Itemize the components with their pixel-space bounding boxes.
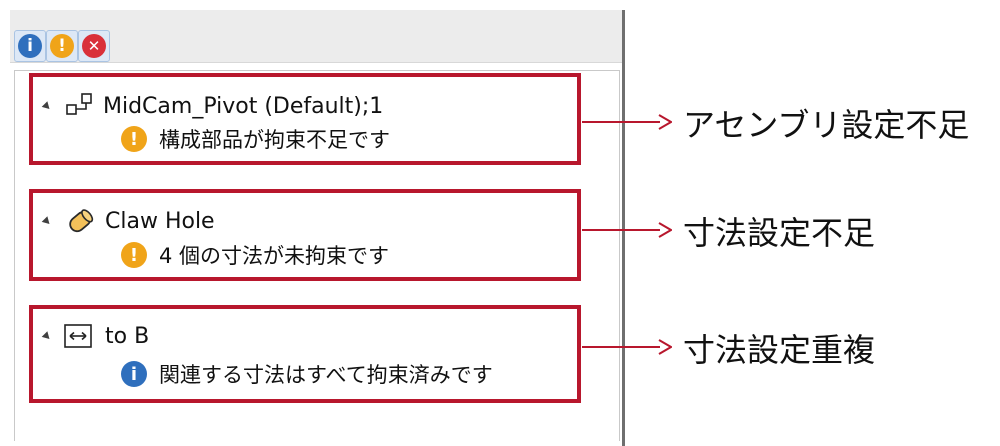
annotation-arrow-2 — [582, 222, 672, 238]
highlight-box-part: Claw Hole ! 4 個の寸法が未拘束です — [29, 189, 581, 281]
message-text: 構成部品が拘束不足です — [159, 128, 390, 152]
filter-error-button[interactable]: ✕ — [78, 30, 110, 62]
message-text: 4 個の寸法が未拘束です — [159, 244, 390, 268]
node-message[interactable]: ! 構成部品が拘束不足です — [121, 124, 390, 154]
tree-node-assembly[interactable]: MidCam_Pivot (Default);1 — [41, 91, 384, 121]
dimension-icon — [64, 324, 92, 348]
expand-triangle-icon[interactable] — [41, 330, 53, 342]
warning-icon: ! — [50, 34, 74, 58]
expand-triangle-icon[interactable] — [41, 100, 53, 112]
filter-warning-button[interactable]: ! — [46, 30, 78, 62]
annotation-assembly-underconstrained: アセンブリ設定不足 — [683, 106, 970, 144]
filter-toolbar: i ! ✕ — [10, 10, 622, 63]
message-text: 関連する寸法はすべて拘束済みです — [159, 363, 493, 387]
warning-icon: ! — [121, 242, 147, 268]
warning-icon: ! — [121, 126, 147, 152]
tree-node-part[interactable]: Claw Hole — [41, 205, 215, 237]
highlight-box-assembly: MidCam_Pivot (Default);1 ! 構成部品が拘束不足です — [29, 73, 581, 165]
expand-triangle-icon[interactable] — [41, 215, 53, 227]
annotation-arrow-1 — [582, 114, 672, 130]
node-message[interactable]: i 関連する寸法はすべて拘束済みです — [121, 359, 493, 389]
highlight-box-dimension: to B i 関連する寸法はすべて拘束済みです — [29, 305, 581, 403]
node-title: to B — [105, 323, 150, 349]
info-icon: i — [121, 361, 147, 387]
annotation-dimension-overconstrained: 寸法設定重複 — [683, 331, 876, 369]
node-title: MidCam_Pivot (Default);1 — [103, 93, 384, 119]
info-icon: i — [18, 34, 42, 58]
node-title: Claw Hole — [105, 208, 215, 234]
part-icon — [69, 209, 94, 233]
assembly-icon — [66, 93, 92, 115]
diagnostics-tree: MidCam_Pivot (Default);1 ! 構成部品が拘束不足です C… — [14, 70, 620, 441]
annotation-arrow-3 — [582, 339, 672, 355]
tree-node-dimension[interactable]: to B — [41, 322, 150, 350]
node-message[interactable]: ! 4 個の寸法が未拘束です — [121, 240, 389, 270]
diagnostics-panel: i ! ✕ MidCam_Pivot (Default);1 ! 構成部品が拘束 — [10, 10, 625, 446]
error-icon: ✕ — [82, 34, 106, 58]
filter-info-button[interactable]: i — [14, 30, 46, 62]
annotation-dimension-underconstrained: 寸法設定不足 — [683, 214, 876, 252]
